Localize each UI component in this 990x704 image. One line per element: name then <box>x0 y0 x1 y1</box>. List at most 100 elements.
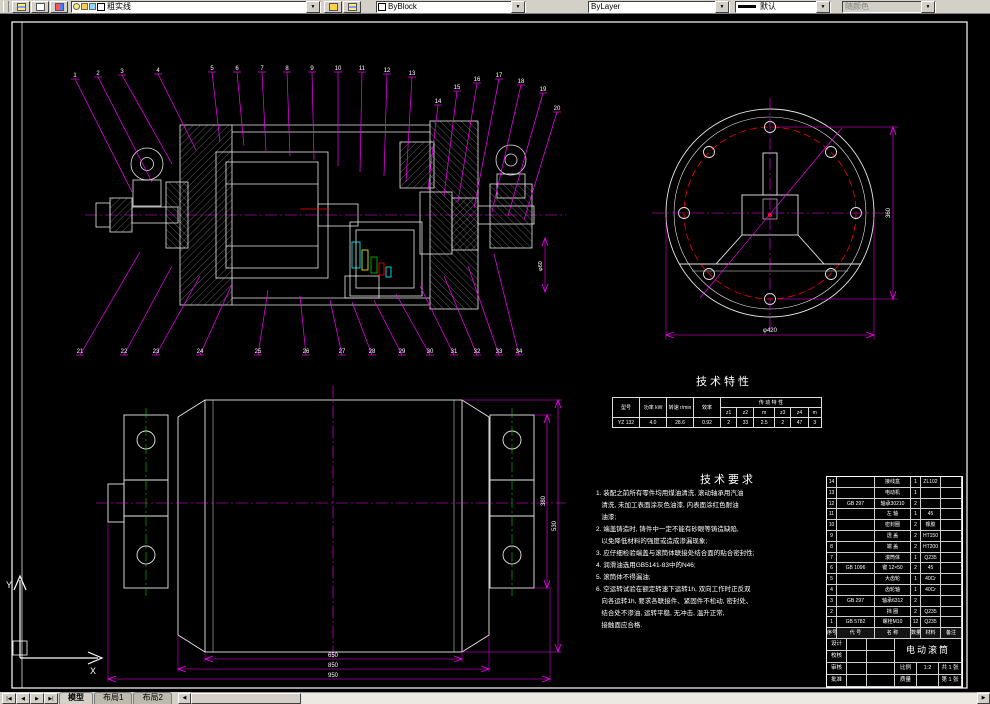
bom-cell: 10 <box>827 520 837 531</box>
balloon-number: 12 <box>384 68 391 74</box>
scale-value: 1:2 <box>917 662 939 675</box>
tech-char-value: 2 <box>774 417 792 428</box>
bom-cell: 2 <box>911 541 921 553</box>
tech-req-line: 4. 润滑油选用GB5141-83中的N46; <box>596 562 696 569</box>
balloon-number: 24 <box>197 349 204 355</box>
tech-char-header: 传 动 特 性 <box>720 397 822 408</box>
plotstyle-combo-arrow[interactable]: ▼ <box>921 0 935 13</box>
bom-cell: 2 <box>827 606 837 618</box>
tab-prev-button[interactable]: ◀ <box>16 693 30 704</box>
lineweight-combo[interactable]: 默认 ▼ <box>735 0 831 13</box>
layer-properties-button[interactable] <box>12 0 30 13</box>
toolbar-grip[interactable] <box>3 1 9 12</box>
bom-cell: 45 <box>921 509 941 521</box>
tech-char-value: 2 <box>719 417 738 428</box>
leader-line <box>443 90 458 197</box>
bom-cell: Q235 <box>921 606 941 618</box>
tech-char-header: 功率 kW <box>639 397 667 418</box>
bom-cell: 端 盖 <box>875 541 911 553</box>
leader-line <box>121 74 173 165</box>
bom-cell <box>941 606 962 618</box>
balloon-number: 10 <box>335 66 342 72</box>
scroll-left-button[interactable]: ◀ <box>177 692 191 704</box>
tech-char-header: 型号 <box>612 397 640 418</box>
model-space-canvas[interactable]: φ60 360 φ420 <box>0 14 990 692</box>
leader-line <box>351 301 373 356</box>
bom-cell: 滚筒体 <box>875 552 911 564</box>
balloon-number: 28 <box>369 349 376 355</box>
bom-cell: 5 <box>827 574 837 585</box>
balloon-number: 31 <box>451 349 458 355</box>
scrollbar-thumb[interactable] <box>190 693 301 704</box>
balloon-number: 2 <box>96 71 100 77</box>
tech-char-subheader: m <box>807 407 822 418</box>
color-combo[interactable]: ByBlock ▼ <box>376 0 526 13</box>
lineweight-combo-arrow[interactable]: ▼ <box>816 0 830 13</box>
dim-850: 850 <box>328 663 339 669</box>
layer-combo[interactable]: 粗实线 ▼ <box>71 0 321 13</box>
bom-cell: 12 <box>827 498 837 510</box>
title-block-grid: 设计 电动滚筒 校核 审核 比例 1:2 共 1 张 批准 质量 第 1 张 <box>827 638 962 687</box>
tech-char-subheader: z3 <box>774 407 792 418</box>
review-label: 审核 <box>827 662 847 675</box>
bom-cell <box>941 595 962 607</box>
tab-last-button[interactable]: ▶| <box>44 693 58 704</box>
bom-cell: GB 5782 <box>837 617 875 629</box>
bom-cell <box>941 498 962 510</box>
linetype-combo-arrow[interactable]: ▼ <box>715 0 729 13</box>
bom-header-cell: 名 称 <box>875 628 911 639</box>
balloon-number: 9 <box>310 66 314 72</box>
layer-states-icon <box>347 2 357 11</box>
dim-950: 950 <box>328 673 339 679</box>
tab-model[interactable]: 模型 <box>59 692 93 704</box>
bom-cell <box>941 520 962 531</box>
linetype-combo[interactable]: ByLayer ▼ <box>588 0 730 13</box>
leader-line <box>79 251 141 356</box>
balloon-number: 21 <box>77 349 84 355</box>
tab-layout2[interactable]: 布局2 <box>133 692 172 704</box>
bom-cell <box>837 520 875 531</box>
bom-cell: 1 <box>911 574 921 585</box>
balloon-number: 13 <box>409 71 416 77</box>
bom-cell: GB 1096 <box>837 563 875 575</box>
layer-states-button[interactable] <box>343 0 361 13</box>
plotstyle-combo[interactable]: 随颜色 ▼ <box>842 0 936 13</box>
balloon-number: 11 <box>359 66 366 72</box>
horizontal-scrollbar[interactable]: ◀ ▶ <box>177 692 990 704</box>
scroll-right-button[interactable]: ▶ <box>977 692 990 704</box>
tech-char-value: 0.92 <box>693 417 721 428</box>
bom-cell <box>941 574 962 585</box>
dim-530: 530 <box>552 520 558 531</box>
layer-on-icon <box>73 3 80 10</box>
match-properties-button[interactable] <box>324 0 342 13</box>
make-object-layer-current-button[interactable] <box>31 0 49 13</box>
tab-layout1[interactable]: 布局1 <box>94 692 133 704</box>
layer-previous-button[interactable] <box>50 0 68 13</box>
color-combo-arrow[interactable]: ▼ <box>511 0 525 13</box>
tech-char-header: 效率 <box>693 397 721 418</box>
bom-cell: 6 <box>827 563 837 575</box>
bom-cell: 大齿轮 <box>875 574 911 585</box>
color-chip <box>378 2 386 11</box>
bom-cell: 2 <box>911 563 921 575</box>
balloon-number: 15 <box>454 85 461 91</box>
dim-650: 650 <box>328 653 339 659</box>
bom-cell: 轴承30210 <box>875 498 911 510</box>
tab-first-button[interactable]: |◀ <box>2 693 16 704</box>
bom-cell <box>941 509 962 521</box>
bom-cell <box>941 617 962 629</box>
bom-cell: GB 297 <box>837 595 875 607</box>
paintbrush-icon <box>328 2 338 11</box>
bom-cell: 1 <box>911 584 921 596</box>
scrollbar-track[interactable] <box>190 692 977 704</box>
layer-combo-arrow[interactable]: ▼ <box>306 0 320 13</box>
leader-line <box>457 82 478 203</box>
layout-tab-bar: |◀ ◀ ▶ ▶| 模型 布局1 布局2 ◀ ▶ <box>0 692 990 704</box>
tab-next-button[interactable]: ▶ <box>30 693 44 704</box>
bom-cell: 8 <box>827 541 837 553</box>
bom-cell: 9 <box>827 530 837 542</box>
bom-cell: 1 <box>911 477 921 488</box>
leader-line <box>405 76 413 183</box>
sheet-count: 共 1 张 <box>939 662 962 675</box>
bom-cell: 13 <box>827 487 837 499</box>
